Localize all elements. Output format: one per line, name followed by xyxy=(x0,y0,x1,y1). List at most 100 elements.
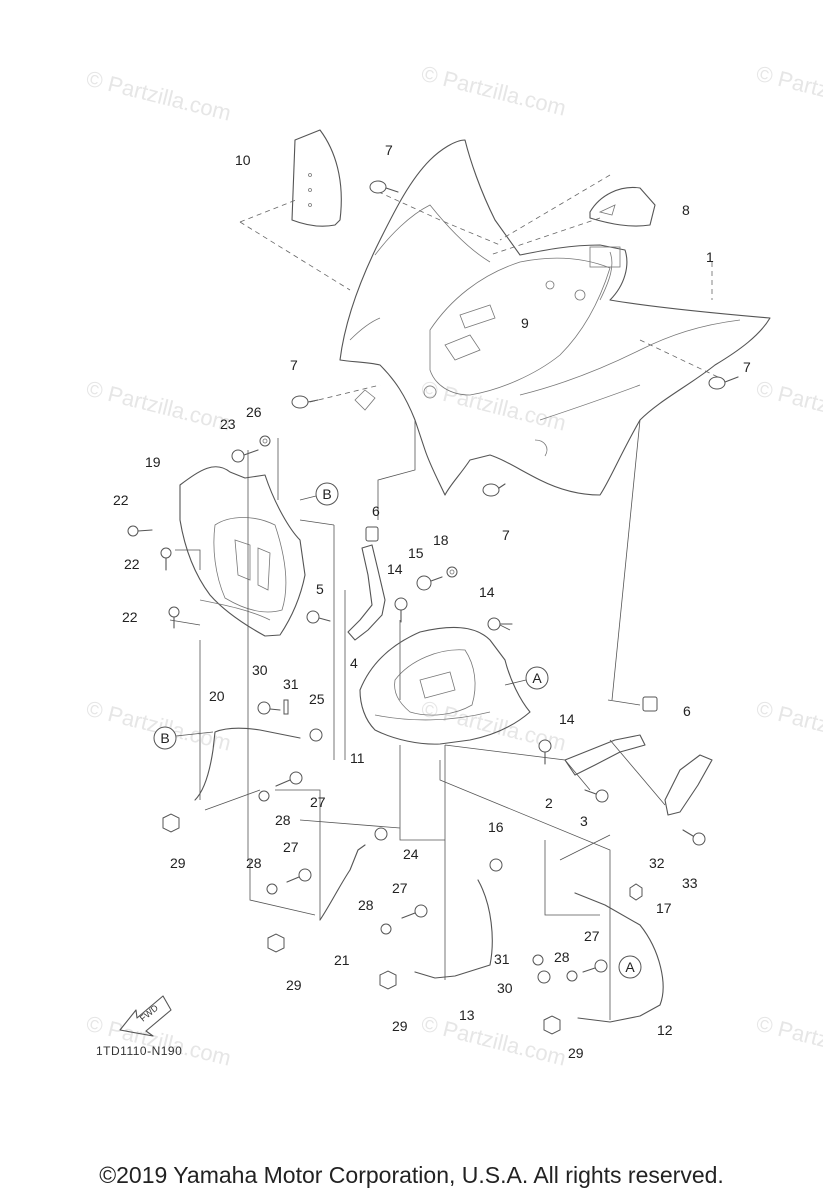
nut-icon xyxy=(309,728,323,742)
bolt-icon xyxy=(416,575,443,591)
svg-text:A: A xyxy=(532,670,542,686)
callout-label: 29 xyxy=(392,1018,408,1034)
left-flap-drawing xyxy=(179,466,306,637)
rear-fender-drawing xyxy=(339,139,771,496)
clip-icon xyxy=(283,699,289,715)
watermark: © Partzilla.com xyxy=(419,376,569,436)
watermark: © Partzilla.com xyxy=(754,61,823,121)
callout-label: 20 xyxy=(209,688,225,704)
reference-marker-b: B xyxy=(153,726,177,750)
callout-label: 13 xyxy=(459,1007,475,1023)
washer-icon xyxy=(532,954,544,966)
callout-label: 27 xyxy=(283,839,299,855)
bolt-icon xyxy=(582,959,608,973)
callout-label: 17 xyxy=(656,900,672,916)
grommet-icon xyxy=(369,180,399,194)
callout-label: 14 xyxy=(559,711,575,727)
callout-label: 22 xyxy=(122,609,138,625)
callout-label: 30 xyxy=(252,662,268,678)
callout-label: 6 xyxy=(372,503,380,519)
watermark-layer: © Partzilla.com © Partzilla.com © Partzi… xyxy=(84,61,823,1071)
svg-text:B: B xyxy=(160,730,169,746)
callout-label: 33 xyxy=(682,875,698,891)
callout-label: 14 xyxy=(387,561,403,577)
callout-label: 12 xyxy=(657,1022,673,1038)
reference-markers: B B A A xyxy=(153,482,642,979)
reference-marker-a: A xyxy=(618,955,642,979)
plate-10-drawing xyxy=(291,129,342,227)
grommet-icon xyxy=(489,858,503,872)
callout-label: 2 xyxy=(545,795,553,811)
callout-label: 16 xyxy=(488,819,504,835)
nut-icon xyxy=(629,883,643,901)
bolt-icon xyxy=(160,547,172,571)
watermark: © Partzilla.com xyxy=(84,376,234,436)
washer-icon xyxy=(446,566,458,578)
callout-label: 27 xyxy=(584,928,600,944)
callout-label: 22 xyxy=(124,556,140,572)
right-flap-drawing xyxy=(359,626,531,745)
callout-label: 28 xyxy=(246,855,262,871)
nut-icon xyxy=(543,1015,561,1035)
callout-label: 7 xyxy=(290,357,298,373)
callout-label: 28 xyxy=(275,812,291,828)
callout-label: 29 xyxy=(568,1045,584,1061)
bracket-2-drawing xyxy=(564,696,713,816)
callout-label: 3 xyxy=(580,813,588,829)
bolt-icon xyxy=(537,970,551,984)
bolt-icon xyxy=(394,597,408,623)
washer-icon xyxy=(566,970,578,982)
reference-marker-a: A xyxy=(525,666,549,690)
hardware-drawing xyxy=(127,180,739,1035)
washer-icon xyxy=(259,435,271,447)
grommet-icon xyxy=(374,827,388,841)
bolt-icon xyxy=(231,449,259,463)
callout-label: 15 xyxy=(408,545,424,561)
watermark: © Partzilla.com xyxy=(754,376,823,436)
callout-label: 19 xyxy=(145,454,161,470)
callout-label: 25 xyxy=(309,691,325,707)
callout-label: 10 xyxy=(235,152,251,168)
stays-drawing xyxy=(194,727,664,1023)
washer-icon xyxy=(380,923,392,935)
callout-label: 26 xyxy=(246,404,262,420)
callout-label: 11 xyxy=(350,750,365,766)
callout-label: 6 xyxy=(683,703,691,719)
callout-label: 23 xyxy=(220,416,236,432)
svg-text:A: A xyxy=(625,959,635,975)
callout-label: 24 xyxy=(403,846,419,862)
bracket-4-drawing xyxy=(347,526,386,641)
grommet-icon xyxy=(291,395,319,409)
nut-icon xyxy=(162,813,180,833)
watermark: © Partzilla.com xyxy=(84,66,234,126)
callout-label: 8 xyxy=(682,202,690,218)
callout-label: 18 xyxy=(433,532,449,548)
callout-label: 7 xyxy=(743,359,751,375)
copyright-notice: ©2019 Yamaha Motor Corporation, U.S.A. A… xyxy=(99,1162,724,1188)
callout-label: 32 xyxy=(649,855,665,871)
callout-label: 4 xyxy=(350,655,358,671)
bolt-icon xyxy=(401,904,428,919)
bolt-icon xyxy=(682,829,706,846)
callout-label: 21 xyxy=(334,952,350,968)
callout-label: 28 xyxy=(358,897,374,913)
reflector-8-drawing xyxy=(589,186,656,227)
watermark: © Partzilla.com xyxy=(754,1011,823,1071)
callout-label: 22 xyxy=(113,492,129,508)
grommet-icon xyxy=(482,483,506,497)
nut-icon xyxy=(267,933,285,953)
callout-label: 1 xyxy=(706,249,714,265)
callout-label: 27 xyxy=(310,794,326,810)
grommet-icon xyxy=(708,376,739,390)
bolt-icon xyxy=(584,789,609,803)
fwd-label: FWD xyxy=(138,1002,161,1023)
watermark: © Partzilla.com xyxy=(419,61,569,121)
bolt-icon xyxy=(487,617,513,631)
callout-label: 30 xyxy=(497,980,513,996)
callout-label: 29 xyxy=(170,855,186,871)
callout-label: 29 xyxy=(286,977,302,993)
diagram-code: 1TD1110-N190 xyxy=(96,1044,183,1058)
washer-icon xyxy=(258,790,270,802)
